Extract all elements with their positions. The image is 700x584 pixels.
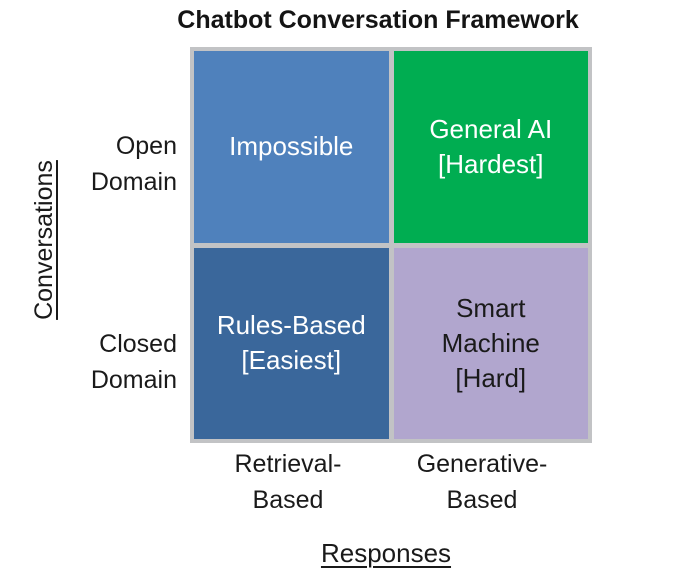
quadrant-general-ai: General AI [Hardest] — [393, 51, 588, 243]
x-axis-label-text: Responses — [320, 538, 452, 568]
quadrant-smart-machine: Smart Machine [Hard] — [393, 247, 588, 439]
col-label-generative-based: Generative- Based — [416, 450, 548, 514]
row-label-closed-domain: Closed Domain — [90, 330, 177, 394]
quadrant-grid: Impossible General AI [Hardest] Rules-Ba… — [190, 47, 592, 443]
quadrant-smart-machine-label: Smart Machine [Hard] — [441, 292, 540, 393]
quadrant-impossible-label: Impossible — [229, 131, 354, 162]
row-label-open-domain: Open Domain — [90, 132, 177, 196]
diagram-title: Chatbot Conversation Framework — [177, 6, 579, 34]
x-axis-label: Responses — [286, 538, 486, 569]
quadrant-impossible: Impossible — [194, 51, 389, 243]
col-label-retrieval-based: Retrieval- Based — [234, 450, 342, 514]
y-axis-label-text: Conversations — [30, 160, 58, 320]
quadrant-rules-based-label: Rules-Based [Easiest] — [216, 310, 366, 376]
quadrant-rules-based: Rules-Based [Easiest] — [194, 247, 389, 439]
quadrant-general-ai-label: General AI [Hardest] — [429, 113, 553, 179]
